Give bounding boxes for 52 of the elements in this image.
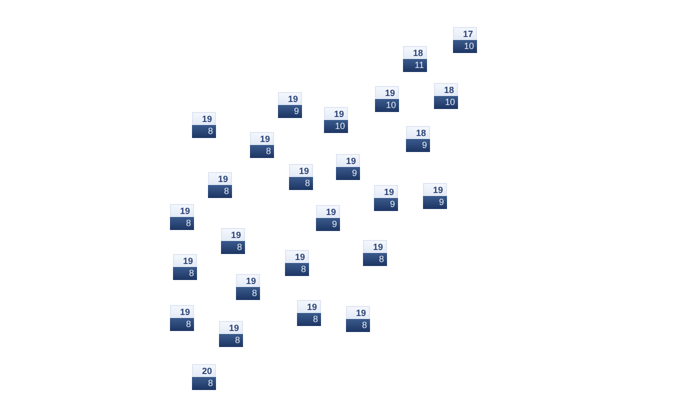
header-value: 18 xyxy=(434,83,458,96)
header-value: 19 xyxy=(423,183,447,196)
header-value: 19 xyxy=(278,92,302,105)
header-value: 19 xyxy=(219,321,243,334)
header-value: 19 xyxy=(316,205,340,218)
header-value: 19 xyxy=(208,172,232,185)
body-value: 11 xyxy=(403,59,427,72)
body-value: 10 xyxy=(434,96,458,109)
header-value: 19 xyxy=(346,306,370,319)
header-value: 19 xyxy=(336,154,360,167)
body-value: 8 xyxy=(289,177,313,190)
header-value: 18 xyxy=(406,126,430,139)
body-value: 9 xyxy=(278,105,302,118)
body-value: 8 xyxy=(173,267,197,280)
header-value: 19 xyxy=(285,250,309,263)
header-value: 19 xyxy=(375,86,399,99)
header-value: 19 xyxy=(173,254,197,267)
body-value: 10 xyxy=(324,120,348,133)
body-value: 8 xyxy=(363,253,387,266)
header-value: 19 xyxy=(170,204,194,217)
body-value: 8 xyxy=(208,185,232,198)
header-value: 19 xyxy=(363,240,387,253)
header-value: 19 xyxy=(374,185,398,198)
body-value: 8 xyxy=(285,263,309,276)
body-value: 8 xyxy=(297,313,321,326)
body-value: 10 xyxy=(375,99,399,112)
header-value: 19 xyxy=(324,107,348,120)
body-value: 9 xyxy=(406,139,430,152)
body-value: 8 xyxy=(236,287,260,300)
body-value: 8 xyxy=(192,377,216,390)
header-value: 18 xyxy=(403,46,427,59)
header-value: 19 xyxy=(289,164,313,177)
body-value: 9 xyxy=(374,198,398,211)
header-value: 19 xyxy=(170,305,194,318)
header-value: 19 xyxy=(221,228,245,241)
header-value: 17 xyxy=(453,27,477,40)
body-value: 8 xyxy=(250,145,274,158)
header-value: 20 xyxy=(192,364,216,377)
header-value: 19 xyxy=(297,300,321,313)
body-value: 8 xyxy=(170,217,194,230)
body-value: 9 xyxy=(316,218,340,231)
body-value: 9 xyxy=(423,196,447,209)
body-value: 8 xyxy=(192,125,216,138)
header-value: 19 xyxy=(236,274,260,287)
body-value: 8 xyxy=(346,319,370,332)
header-value: 19 xyxy=(250,132,274,145)
body-value: 8 xyxy=(221,241,245,254)
body-value: 8 xyxy=(170,318,194,331)
body-value: 9 xyxy=(336,167,360,180)
header-value: 19 xyxy=(192,112,216,125)
body-value: 8 xyxy=(219,334,243,347)
body-value: 10 xyxy=(453,40,477,53)
